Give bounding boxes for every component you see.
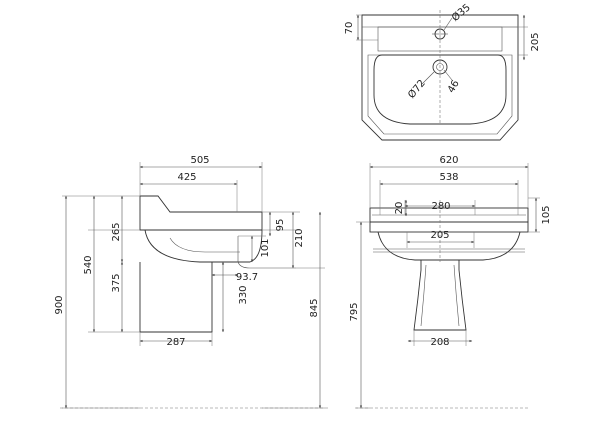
waste-pipe	[237, 236, 296, 269]
pedestal-front-inner	[420, 264, 460, 327]
dim-pedestal-to-rim: 540	[83, 255, 94, 274]
dim-rim-height: 210	[294, 228, 305, 247]
front-bowl	[377, 231, 521, 261]
dim-basin-height: 265	[111, 222, 122, 241]
dim-floor-to-tap: 845	[309, 298, 320, 317]
front-rim	[369, 221, 529, 233]
dim-pedestal-depth: 287	[166, 337, 185, 348]
dim-front-bowl-inner: 205	[430, 230, 449, 241]
dim-overall-depth: 505	[190, 155, 209, 166]
dim-front-overall-height: 795	[349, 302, 360, 321]
pedestal-front	[413, 260, 467, 331]
front-view: 620 538 280 20 105 205 208 795	[349, 155, 552, 409]
waste-hole-leader	[421, 71, 435, 85]
basin-plan-outline	[361, 14, 519, 141]
basin-side-bowl-inner	[169, 237, 240, 253]
dim-bowl-depth: 425	[177, 172, 196, 183]
dim-overall-height: 900	[54, 295, 65, 314]
pedestal-side	[139, 262, 213, 333]
basin-plan-inner	[367, 54, 513, 135]
bowl-plan	[373, 54, 507, 125]
dim-tap-hole: Ø35	[449, 1, 473, 23]
dim-tap-centres: 280	[431, 201, 450, 212]
dim-waste-offset: 46	[446, 78, 462, 95]
basin-side-bowl	[144, 229, 263, 263]
dim-tap-hole-offset: 20	[394, 202, 405, 215]
dim-waste-height: 330	[238, 285, 249, 304]
dim-front-overall-width: 620	[439, 155, 458, 166]
dim-front-bowl-width: 538	[439, 172, 458, 183]
dim-pedestal-height: 375	[111, 273, 122, 292]
tap-hole-leader	[443, 17, 453, 31]
dim-back-height: 205	[530, 32, 541, 51]
top-view: 70 205 Ø35 Ø72 46	[344, 1, 541, 141]
dim-rim-thickness: 95	[275, 219, 286, 232]
basin-side-profile	[139, 195, 263, 231]
dim-waste-hole: Ø72	[405, 77, 427, 101]
dim-splashback-height: 105	[541, 205, 552, 224]
dim-waste-drop: 101	[260, 238, 271, 257]
waste-offset-leader	[443, 69, 453, 81]
dim-waste-projection: 93.7	[236, 272, 258, 283]
dim-depth-front: 70	[344, 22, 355, 35]
side-view: 505 425 900 540 265 375 95 101 210 330 8…	[54, 155, 330, 409]
dim-front-pedestal-width: 208	[430, 337, 449, 348]
